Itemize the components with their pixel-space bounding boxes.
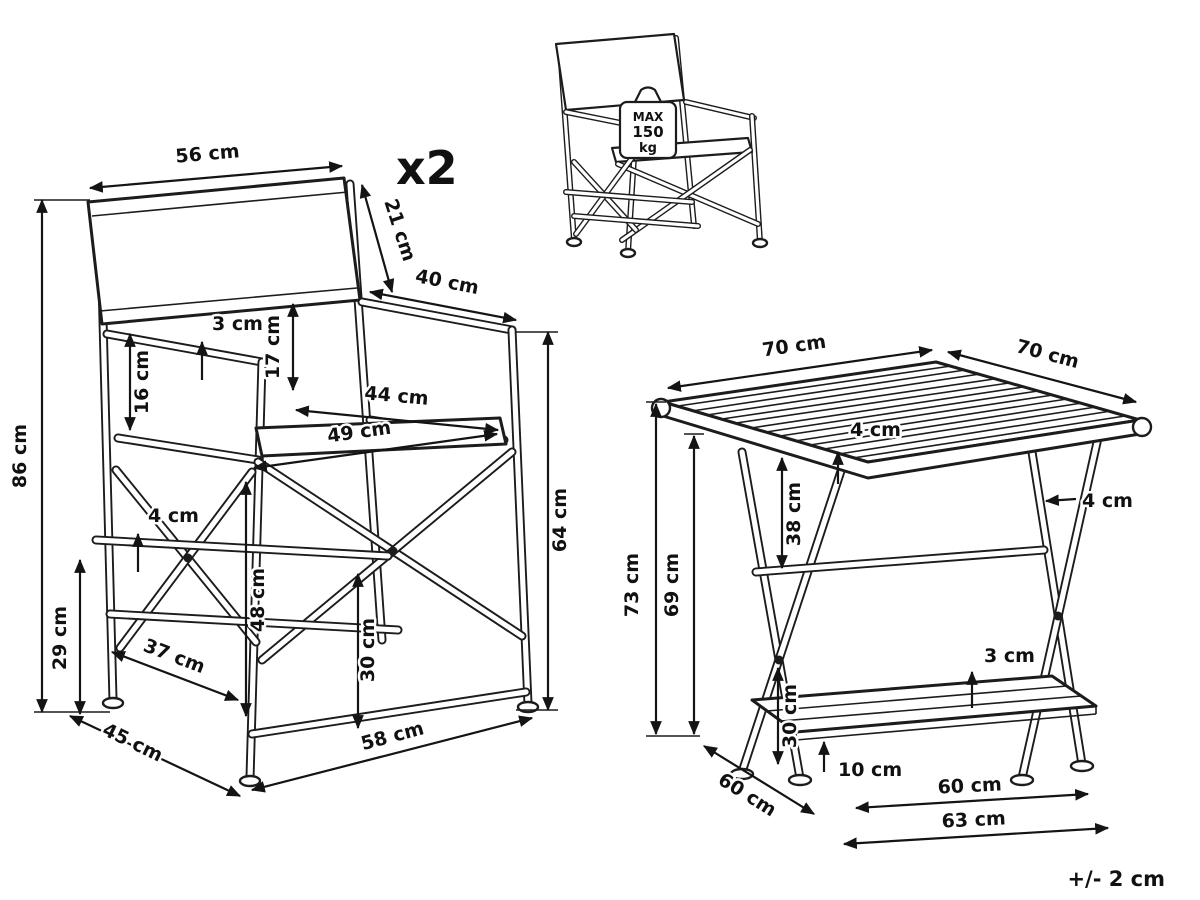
table-foot [1009,773,1035,787]
dim-chair-backrest-panel: 16 cm [124,332,156,432]
dim-label: 3 cm [984,645,1035,667]
dim-chair-overall-height: 86 cm [7,198,110,714]
table-foot [787,773,813,787]
backrest-panel [86,176,362,326]
max-weight-badge: MAX 150 kg [618,86,678,160]
dim-table-top-thickness: 4 cm [832,417,903,484]
dim-label: 44 cm [364,382,430,410]
badge-unit-label: kg [639,141,657,156]
dim-table-shelf-ground-height: 30 cm [772,666,804,766]
dim-chair-backrest-gap: 17 cm [260,302,299,392]
badge-max-label: MAX [633,110,664,124]
dim-table-under-top-height: 38 cm [776,456,808,570]
dim-chair-seat-height: 48 cm [240,480,272,718]
dim-label: 58 cm [359,717,427,755]
dim-label: 70 cm [1014,335,1082,373]
table-drawing [650,360,1153,787]
dim-chair-overall-depth: 45 cm [68,715,242,797]
quantity-label: x2 [396,141,458,195]
dim-chair-armrest-height: 64 cm [516,330,574,712]
small-chair-drawing [554,32,769,259]
dim-chair-rail-length: 37 cm [110,632,240,702]
dim-label: 29 cm [49,606,71,670]
dim-label: 38 cm [783,482,805,546]
dim-chair-rail-thickness: 4 cm [132,503,201,572]
dim-label: 4 cm [850,419,901,441]
dim-label: 69 cm [661,553,683,617]
dim-label: 64 cm [549,488,571,552]
dim-label: 30 cm [779,684,801,748]
dim-label: 86 cm [9,424,31,488]
dim-label: 40 cm [414,265,481,299]
dim-table-leg-thickness: 4 cm [1044,488,1135,515]
badge-weight-value: 150 [632,123,663,141]
dim-label: 70 cm [761,331,828,362]
table-shelf [750,674,1098,734]
dim-label: 45 cm [99,719,166,767]
chair-foot [238,774,262,788]
small-backrest-panel [554,32,686,112]
tabletop-roll-end [1131,416,1153,438]
dim-label: 4 cm [148,505,199,527]
dim-table-shelf-offset: 10 cm [818,740,905,784]
dim-label: 30 cm [357,618,379,682]
dim-label: 56 cm [175,140,241,168]
dim-label: 21 cm [379,196,420,264]
table-dimensions: 70 cm 70 cm 4 cm 38 cm 4 cm 73 cm 69 cm [619,328,1138,850]
dim-table-clearance-height: 69 cm [659,433,704,736]
chair-foot [101,696,125,710]
dim-label: 48 cm [247,568,269,632]
dim-label: 3 cm [212,313,263,335]
dim-label: 17 cm [262,315,284,379]
main-chair-drawing [86,176,540,788]
table-foot [1069,759,1095,773]
dim-chair-rail-ground-height: 29 cm [47,558,86,716]
dim-label: 4 cm [1082,490,1133,512]
dim-chair-back-height: 21 cm [359,183,423,294]
dim-label: 63 cm [941,807,1006,832]
badge-body [618,100,678,160]
dim-table-base-width: 63 cm [842,805,1110,850]
dim-label: 37 cm [140,635,208,679]
dim-table-shelf-slat-thickness: 3 cm [966,643,1037,708]
dim-label: 73 cm [621,553,643,617]
dim-chair-frame-thickness: 3 cm [196,311,265,380]
dim-label: 16 cm [131,350,153,414]
dim-label: 60 cm [937,773,1002,798]
tolerance-note: +/- 2 cm [1067,867,1165,891]
badge-handle [632,86,664,106]
dim-chair-underseat-clearance: 30 cm [352,572,382,730]
dim-table-overall-height: 73 cm [619,401,700,737]
dim-label: 10 cm [838,759,902,781]
